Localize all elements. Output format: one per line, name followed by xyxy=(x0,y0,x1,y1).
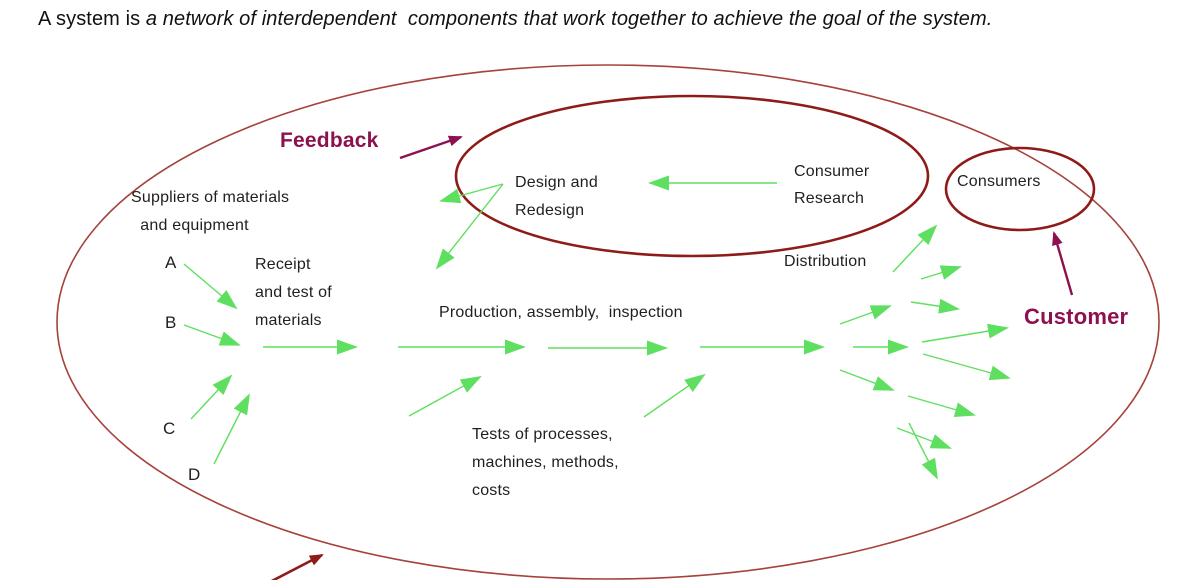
system-boundary-pointer-arrow xyxy=(270,553,324,580)
receipt-and-test-label: Receipt and test of materials xyxy=(255,256,332,329)
distribution-fan-arrow-5 xyxy=(922,353,1011,381)
customer-pointer-arrow xyxy=(1052,231,1074,296)
distribution-to-consumers-arrow xyxy=(892,224,938,273)
consumer-research-label: Consumer Research xyxy=(794,163,870,207)
supplier-c-arrow xyxy=(190,374,233,420)
supplier-c-label: C xyxy=(163,419,176,438)
caption-italic-text: a network of interdependent components t… xyxy=(145,8,993,30)
tests-label: Tests of processes, machines, methods, c… xyxy=(472,426,619,499)
supplier-a-arrow xyxy=(183,263,238,310)
design-feedback-arrow-1 xyxy=(439,183,504,204)
customer-label: Customer xyxy=(1024,304,1129,329)
feedback-loop-ellipse xyxy=(454,94,930,258)
tests-feed-arrow-1 xyxy=(408,376,482,417)
tests-feed-arrow-2 xyxy=(643,373,706,418)
supplier-d-arrow xyxy=(213,393,250,465)
caption-normal-text: A system is xyxy=(38,8,146,30)
distribution-fan-arrow-6 xyxy=(907,395,976,417)
supplier-a-label: A xyxy=(165,253,177,272)
feedback-pointer-arrow xyxy=(399,135,463,160)
design-feedback-arrow-2 xyxy=(435,183,504,270)
production-label: Production, assembly, inspection xyxy=(439,304,683,321)
supplier-b-arrow xyxy=(183,324,241,346)
distribution-label: Distribution xyxy=(784,253,867,270)
distribution-fan-arrow-8 xyxy=(908,422,938,480)
distribution-fan-arrow-7 xyxy=(896,427,952,449)
design-redesign-label: Design and Redesign xyxy=(515,174,598,219)
feedback-label: Feedback xyxy=(280,129,379,152)
annotation-arrows xyxy=(270,135,1074,580)
flow-arrows xyxy=(183,175,1011,480)
distribution-fan-arrow-4 xyxy=(921,323,1009,343)
distribution-fan-arrow-3 xyxy=(910,298,960,314)
distribution-fan-arrow-2 xyxy=(920,265,962,280)
distribution-branch-up-arrow xyxy=(839,305,892,325)
distribution-branch-down-arrow xyxy=(839,369,895,391)
supplier-b-label: B xyxy=(165,313,177,332)
consumers-ellipse xyxy=(944,146,1096,232)
system-boundary-ellipse xyxy=(56,64,1160,580)
diagram-caption: A system is a network of interdependent … xyxy=(38,6,992,32)
supplier-d-label: D xyxy=(188,465,201,484)
suppliers-label: Suppliers of materials and equipment xyxy=(131,189,290,234)
consumers-label: Consumers xyxy=(957,173,1041,190)
